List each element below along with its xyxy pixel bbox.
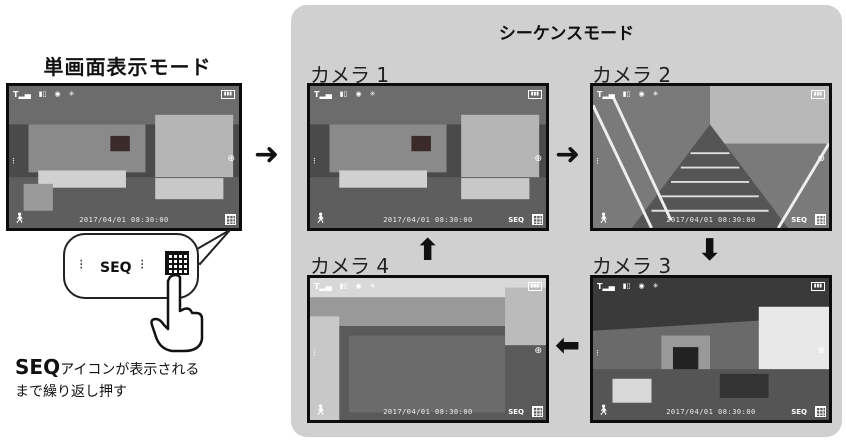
camera-icon: ◉: [638, 282, 645, 290]
battery-icon: ▮▮▮: [810, 89, 825, 99]
arrow-right: ➜: [555, 137, 581, 172]
callout-seq-label: SEQ: [100, 260, 132, 276]
grid-icon[interactable]: [532, 406, 543, 417]
light-icon: ✳: [652, 282, 659, 290]
camera-1-screen[interactable]: T▂▄ ▮▯ ◉ ✳ ▮▮▮ ⁝ ⊕ 🚶︎ 2017/04/01 08:30:0…: [307, 83, 549, 231]
menu-icon[interactable]: ⁝: [12, 157, 15, 167]
sequence-title: シーケンスモード: [498, 24, 635, 44]
seq-indicator: SEQ: [791, 408, 807, 416]
menu-icon[interactable]: ⁝: [313, 349, 316, 359]
menu-icon[interactable]: ⁝: [313, 157, 316, 167]
camera-icon: ◉: [638, 90, 645, 98]
menu-icon[interactable]: ⁝: [596, 349, 599, 359]
camera-3-scene: [593, 278, 829, 420]
timestamp: 2017/04/01 08:30:00: [666, 408, 756, 416]
camera-2-scene: [593, 86, 829, 228]
zoom-icon[interactable]: ⊕: [817, 154, 825, 165]
light-icon: ✳: [652, 90, 659, 98]
walk-icon: 🚶︎: [13, 213, 26, 224]
signal-icon: T▂▄: [597, 281, 615, 291]
signal-icon: T▂▄: [13, 89, 31, 99]
arrow-right: ➜: [254, 137, 280, 172]
camera-3-screen[interactable]: T▂▄ ▮▯ ◉ ✳ ▮▮▮ ⁝ ⊕ 🚶︎ 2017/04/01 08:30:0…: [590, 275, 832, 423]
light-icon: ✳: [68, 90, 75, 98]
zoom-icon[interactable]: ⊕: [817, 346, 825, 357]
camera-icon: ◉: [54, 90, 61, 98]
status-bar: T▂▄ ▮▯ ◉ ✳ ▮▮▮: [13, 89, 235, 99]
instruction-line1: アイコンが表示される: [60, 362, 200, 378]
timestamp: 2017/04/01 08:30:00: [383, 216, 473, 224]
camera-icon: ◉: [355, 90, 362, 98]
sd-card-icon: ▮▯: [339, 282, 348, 290]
status-bar: T▂▄ ▮▯ ◉ ✳ ▮▮▮: [597, 281, 825, 291]
seq-indicator: SEQ: [508, 216, 524, 224]
camera-3-label: カメラ 3: [592, 254, 672, 278]
signal-icon: T▂▄: [314, 281, 332, 291]
living-room-scene: [9, 86, 239, 228]
status-bar: T▂▄ ▮▯ ◉ ✳ ▮▮▮: [597, 89, 825, 99]
instruction-text: SEQアイコンが表示される まで繰り返し押す: [15, 356, 275, 403]
camera-4-screen[interactable]: T▂▄ ▮▯ ◉ ✳ ▮▮▮ ⁝ ⊕ 🚶︎ 2017/04/01 08:30:0…: [307, 275, 549, 423]
sparkle-left-icon: ⁝: [79, 257, 84, 273]
walk-icon: 🚶︎: [314, 213, 327, 224]
sparkle-right-icon: ⁝: [140, 257, 145, 273]
instruction-line2: まで繰り返し押す: [15, 384, 127, 400]
grid-icon[interactable]: [165, 251, 189, 275]
camera-icon: ◉: [355, 282, 362, 290]
battery-icon: ▮▮▮: [527, 281, 542, 291]
arrow-left: ⬅: [555, 328, 581, 363]
instruction-seq: SEQ: [15, 355, 61, 379]
timestamp: 2017/04/01 08:30:00: [666, 216, 756, 224]
status-bar: T▂▄ ▮▯ ◉ ✳ ▮▮▮: [314, 281, 542, 291]
camera-4-label: カメラ 4: [310, 254, 390, 278]
menu-icon[interactable]: ⁝: [596, 157, 599, 167]
sd-card-icon: ▮▯: [622, 282, 631, 290]
hand-pointer-icon: [150, 273, 204, 353]
grid-icon[interactable]: [815, 214, 826, 225]
camera-2-screen[interactable]: T▂▄ ▮▯ ◉ ✳ ▮▮▮ ⁝ ⊕ 🚶︎ 2017/04/01 08:30:0…: [590, 83, 832, 231]
timestamp: 2017/04/01 08:30:00: [79, 216, 169, 224]
sd-card-icon: ▮▯: [622, 90, 631, 98]
sd-card-icon: ▮▯: [339, 90, 348, 98]
battery-icon: ▮▮▮: [527, 89, 542, 99]
single-view-title: 単画面表示モード: [43, 55, 212, 79]
arrow-up: ⬆: [415, 233, 441, 268]
walk-icon: 🚶︎: [314, 405, 327, 416]
battery-icon: ▮▮▮: [810, 281, 825, 291]
arrow-down: ⬇: [697, 233, 723, 268]
single-view-screen[interactable]: T▂▄ ▮▯ ◉ ✳ ▮▮▮ ⁝ ⊕ 🚶︎ 2017/04/01 08:30:0…: [6, 83, 242, 231]
signal-icon: T▂▄: [597, 89, 615, 99]
light-icon: ✳: [369, 90, 376, 98]
battery-icon: ▮▮▮: [220, 89, 235, 99]
zoom-icon[interactable]: ⊕: [227, 154, 235, 165]
camera-1-scene: [310, 86, 546, 228]
seq-indicator: SEQ: [791, 216, 807, 224]
sd-card-icon: ▮▯: [38, 90, 47, 98]
signal-icon: T▂▄: [314, 89, 332, 99]
zoom-icon[interactable]: ⊕: [534, 346, 542, 357]
timestamp: 2017/04/01 08:30:00: [383, 408, 473, 416]
light-icon: ✳: [369, 282, 376, 290]
walk-icon: 🚶︎: [597, 405, 610, 416]
grid-icon[interactable]: [532, 214, 543, 225]
seq-indicator: SEQ: [508, 408, 524, 416]
walk-icon: 🚶︎: [597, 213, 610, 224]
camera-4-scene: [310, 278, 546, 420]
grid-icon[interactable]: [815, 406, 826, 417]
grid-icon[interactable]: [225, 214, 236, 225]
status-bar: T▂▄ ▮▯ ◉ ✳ ▮▮▮: [314, 89, 542, 99]
zoom-icon[interactable]: ⊕: [534, 154, 542, 165]
